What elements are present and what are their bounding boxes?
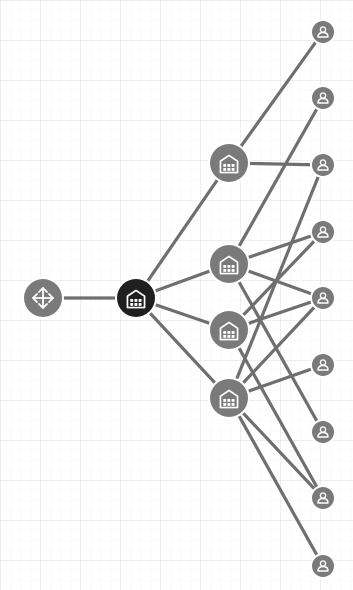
node-c8[interactable] [310,485,336,511]
person-icon [317,426,329,438]
edge-w2-c2 [227,96,325,266]
edge-w4-c8 [227,396,325,500]
node-c9[interactable] [310,553,336,579]
node-circle [117,279,155,317]
node-c7[interactable] [310,419,336,445]
nodes [22,19,336,579]
edges [41,30,325,568]
node-c2[interactable] [310,85,336,111]
person-icon [317,560,329,572]
node-circle [210,144,248,182]
edge-w1-c1 [227,30,325,165]
node-c6[interactable] [310,352,336,378]
edge-w4-c9 [227,396,325,568]
person-icon [317,226,329,238]
edge-w4-c5 [227,296,325,400]
warehouse-icon [219,255,239,275]
edge-hub-w1 [134,161,231,300]
node-circle [210,379,248,417]
person-icon [317,159,329,171]
node-c3[interactable] [310,152,336,178]
node-w4[interactable] [208,377,250,419]
person-icon [317,26,329,38]
node-c4[interactable] [310,219,336,245]
node-c5[interactable] [310,285,336,311]
person-icon [317,492,329,504]
move-arrows-icon [32,287,54,309]
node-c1[interactable] [310,19,336,45]
node-w1[interactable] [208,142,250,184]
person-icon [317,92,329,104]
edge-w4-c3 [227,163,325,400]
node-origin[interactable] [22,277,64,319]
node-w3[interactable] [208,309,250,351]
warehouse-icon [126,289,146,309]
person-icon [317,292,329,304]
node-w2[interactable] [208,243,250,285]
edge-hub-w4 [134,296,231,400]
person-icon [317,359,329,371]
warehouse-icon [219,154,239,174]
node-hub[interactable] [115,277,157,319]
node-circle [210,311,248,349]
node-circle [210,245,248,283]
warehouse-icon [219,389,239,409]
warehouse-icon [219,321,239,341]
